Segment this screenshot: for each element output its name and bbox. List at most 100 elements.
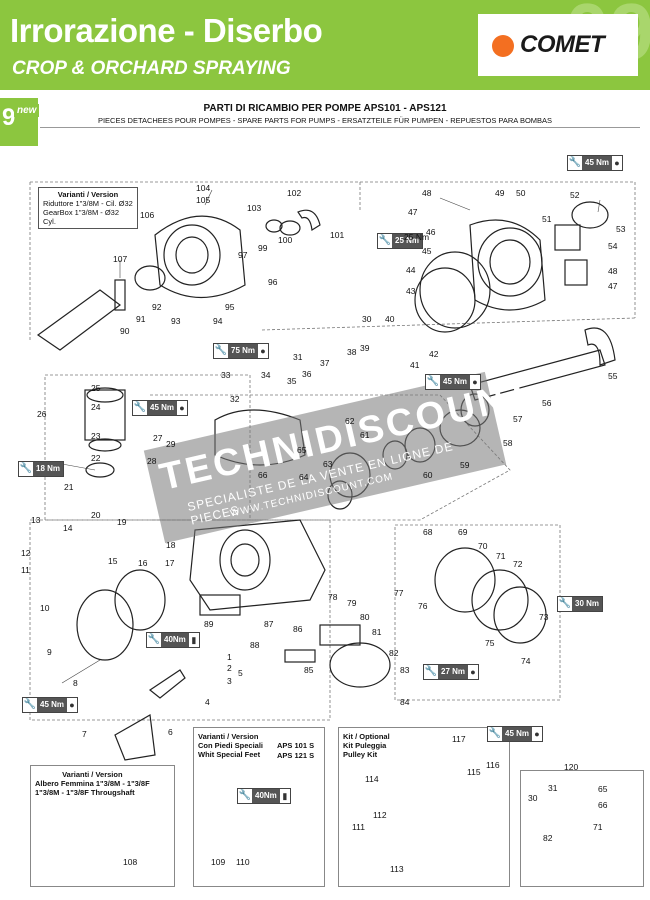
oil-drop-icon: ● <box>534 729 540 739</box>
torque-value: 45 Nm <box>582 156 613 170</box>
part-number-label: 75 <box>485 638 495 648</box>
crankcase-cover <box>154 215 246 299</box>
part-number-label: 52 <box>570 190 580 200</box>
part-number-label: 31 <box>548 783 558 793</box>
part-number-label: 32 <box>230 394 240 404</box>
part-number-label: 25 <box>91 383 101 393</box>
part-number-label: 88 <box>250 640 260 650</box>
part-number-label: 83 <box>400 665 410 675</box>
part-number-label: 15 <box>108 556 118 566</box>
part-number-label: 91 <box>136 314 146 324</box>
variant-pane-shaft: Varianti / Version Albero Femmina 1"3/8M… <box>30 765 175 887</box>
oil-drop-icon: ● <box>470 667 476 677</box>
torque-value: 18 Nm <box>33 462 64 476</box>
part-number-label: 99 <box>258 243 268 253</box>
part-number-label: 87 <box>264 619 274 629</box>
torque-value: 40Nm <box>161 633 189 647</box>
kit-pane-120 <box>520 770 644 887</box>
part-number-label: 20 <box>91 510 101 520</box>
part-number-label: 72 <box>513 559 523 569</box>
part-number-label: 69 <box>458 527 468 537</box>
shaft-90 <box>36 289 121 351</box>
part-number-label: 104 <box>196 183 210 193</box>
part-number-label: 50 <box>516 188 526 198</box>
torque-value: 30 Nm <box>572 597 603 611</box>
part-number-label: 6 <box>168 727 173 737</box>
part-number-label: 105 <box>196 195 210 205</box>
part-number-label: 93 <box>171 316 181 326</box>
torque-badge: 🔧30 Nm <box>557 596 604 612</box>
part-number-label: 38 <box>347 347 357 357</box>
torque-value: 45 Nm <box>147 401 178 415</box>
kit-line: Kit Puleggia <box>343 741 387 750</box>
part-number-label: 43 <box>406 286 416 296</box>
variant-line: Con Piedi Speciali <box>198 741 264 750</box>
part-number-label: 108 <box>123 857 137 867</box>
variant-line: GearBox 1"3/8M - Ø32 Cyl. <box>43 208 120 226</box>
part-number-label: 62 <box>345 416 355 426</box>
variant-line: Albero Femmina 1"3/8M - 1"3/8F <box>35 779 150 788</box>
part-number-label: 71 <box>496 551 506 561</box>
wrench-icon: 🔧 <box>558 598 572 609</box>
part-number-label: 41 <box>410 360 420 370</box>
part-number-label: 19 <box>117 517 127 527</box>
part-number-label: 8 <box>73 678 78 688</box>
part-number-label: 70 <box>478 541 488 551</box>
torque-badge: 🔧27 Nm● <box>423 664 480 680</box>
part-number-label: 28 <box>147 456 157 466</box>
kit-line: Pulley Kit <box>343 750 378 759</box>
variant-line: 1"3/8M - 1"3/8F Througshaft <box>35 788 135 797</box>
part-number-label: 17 <box>165 558 175 568</box>
part-number-label: 63 <box>323 459 333 469</box>
torque-badge: 🔧45 Nm● <box>22 697 79 713</box>
page-subtitle: PIECES DETACHEES POUR POMPES - SPARE PAR… <box>97 116 553 125</box>
part-number-label: 77 <box>394 588 404 598</box>
part-number-label: 12 <box>21 548 31 558</box>
torque-badge: 🔧40Nm▮ <box>237 788 291 804</box>
wrench-icon: 🔧 <box>426 376 440 387</box>
wrench-icon: 🔧 <box>19 463 33 474</box>
part-number-label: 18 <box>166 540 176 550</box>
oil-drop-icon: ● <box>179 403 185 413</box>
wrench-icon: 🔧 <box>568 157 582 168</box>
part-number-label: 44 <box>406 265 416 275</box>
part-number-label: 2 <box>227 663 232 673</box>
part-number-label: 5 <box>238 668 243 678</box>
part-number-label: 47 <box>608 281 618 291</box>
variant-shaft-text: Varianti / Version Albero Femmina 1"3/8M… <box>35 770 150 797</box>
part-number-label: 116 <box>486 760 500 770</box>
torque-value: 45 Nm <box>440 375 471 389</box>
part-number-label: 107 <box>113 254 127 264</box>
part-number-label: 84 <box>400 697 410 707</box>
part-number-label: 106 <box>140 210 154 220</box>
part-number-label: 65 <box>297 445 307 455</box>
part-number-label: 48 <box>422 188 432 198</box>
part-number-label: 81 <box>372 627 382 637</box>
oil-drop-icon: ● <box>614 158 620 168</box>
variant-line: Riduttore 1"3/8M - Cil. Ø32 <box>43 199 133 208</box>
part-number-label: 13 <box>31 515 41 525</box>
part-number-label: 51 <box>542 214 552 224</box>
part-number-label: 3 <box>227 676 232 686</box>
torque-value: 45 Nm <box>37 698 68 712</box>
part-number-label: 46 <box>426 227 436 237</box>
title-rule <box>40 127 640 128</box>
part-number-label: 39 <box>360 343 370 353</box>
part-number-label: 74 <box>521 656 531 666</box>
part-number-label: 33 <box>221 370 231 380</box>
wrench-icon: 🔧 <box>23 699 37 710</box>
crankcase-18 <box>189 519 326 611</box>
torque-badge: 🔧45 Nm● <box>132 400 189 416</box>
part-number-label: 82 <box>543 833 553 843</box>
torque-badge: 🔧40Nm▮ <box>146 632 200 648</box>
part-number-label: 31 <box>293 352 303 362</box>
page-number: 9 <box>2 104 16 131</box>
part-number-label: 103 <box>247 203 261 213</box>
torque-value: 40Nm <box>252 789 280 803</box>
wrench-icon: 🔧 <box>133 402 147 413</box>
part-number-label: 48 <box>608 266 618 276</box>
part-number-label: 45 <box>422 246 432 256</box>
part-number-label: 66 <box>598 800 608 810</box>
